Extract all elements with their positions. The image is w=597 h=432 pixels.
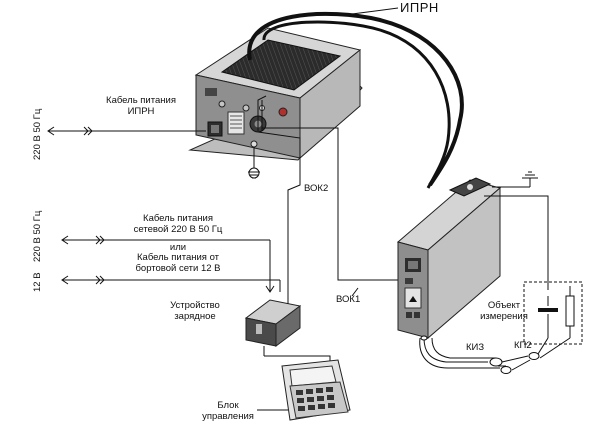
control-unit-label: Блок управления [196,400,260,422]
onboard-cable-label-line2: бортовой сети 12 В [135,263,221,274]
vok2-label: ВОК2 [304,183,329,194]
mains-220-top-label: 220 В 50 Гц [32,108,43,160]
iprn-power-cable-label-line1: Кабель питания [106,95,176,106]
kiz-label: КИЗ [466,342,485,353]
iprn-power-cable-label-line2: ИПРН [127,106,155,117]
measuring-device [396,177,502,340]
iprn-label: ИПРН [400,0,439,15]
mains-cable-label: Кабель питания сетевой 220 В 50 Гц [118,213,238,235]
v12-label: 12 В [32,272,43,292]
or-label: или [169,242,187,253]
mains-220-mid-label: 220 В 50 Гц [32,210,43,262]
device-lead [484,195,549,290]
iprn-power-cable-label: Кабель питания ИПРН [86,95,196,117]
object-label: Объект измерения [474,300,534,322]
vok1-leader [351,287,359,297]
control-unit-label-line2: управления [202,411,254,422]
ground-right [492,171,538,188]
object-label-line1: Объект [487,300,521,311]
measurement-object [523,281,583,345]
onboard-cable-label: Кабель питания от бортовой сети 12 В [118,252,238,274]
control-unit-label-line1: Блок [217,400,239,411]
iprn-cable [247,11,464,187]
control-unit [257,359,351,421]
charger-label-line2: зарядное [174,311,216,322]
iprn-power-cable [47,126,206,136]
charger-unit [244,290,331,364]
vok1-label: ВОК1 [336,294,361,305]
charger-power-cables [61,235,281,293]
charger-label-line1: Устройство [170,300,220,311]
object-label-line2: измерения [480,311,528,322]
test-leads [419,335,571,374]
onboard-cable-label-line1: Кабель питания от [137,252,219,263]
charger-label: Устройство зарядное [150,300,240,322]
mains-cable-label-line2: сетевой 220 В 50 Гц [133,224,223,235]
mains-cable-label-line1: Кабель питания [143,213,213,224]
iprn-unit [188,27,363,179]
vok2-cable [257,95,410,290]
kp2-label: КП2 [514,340,532,351]
